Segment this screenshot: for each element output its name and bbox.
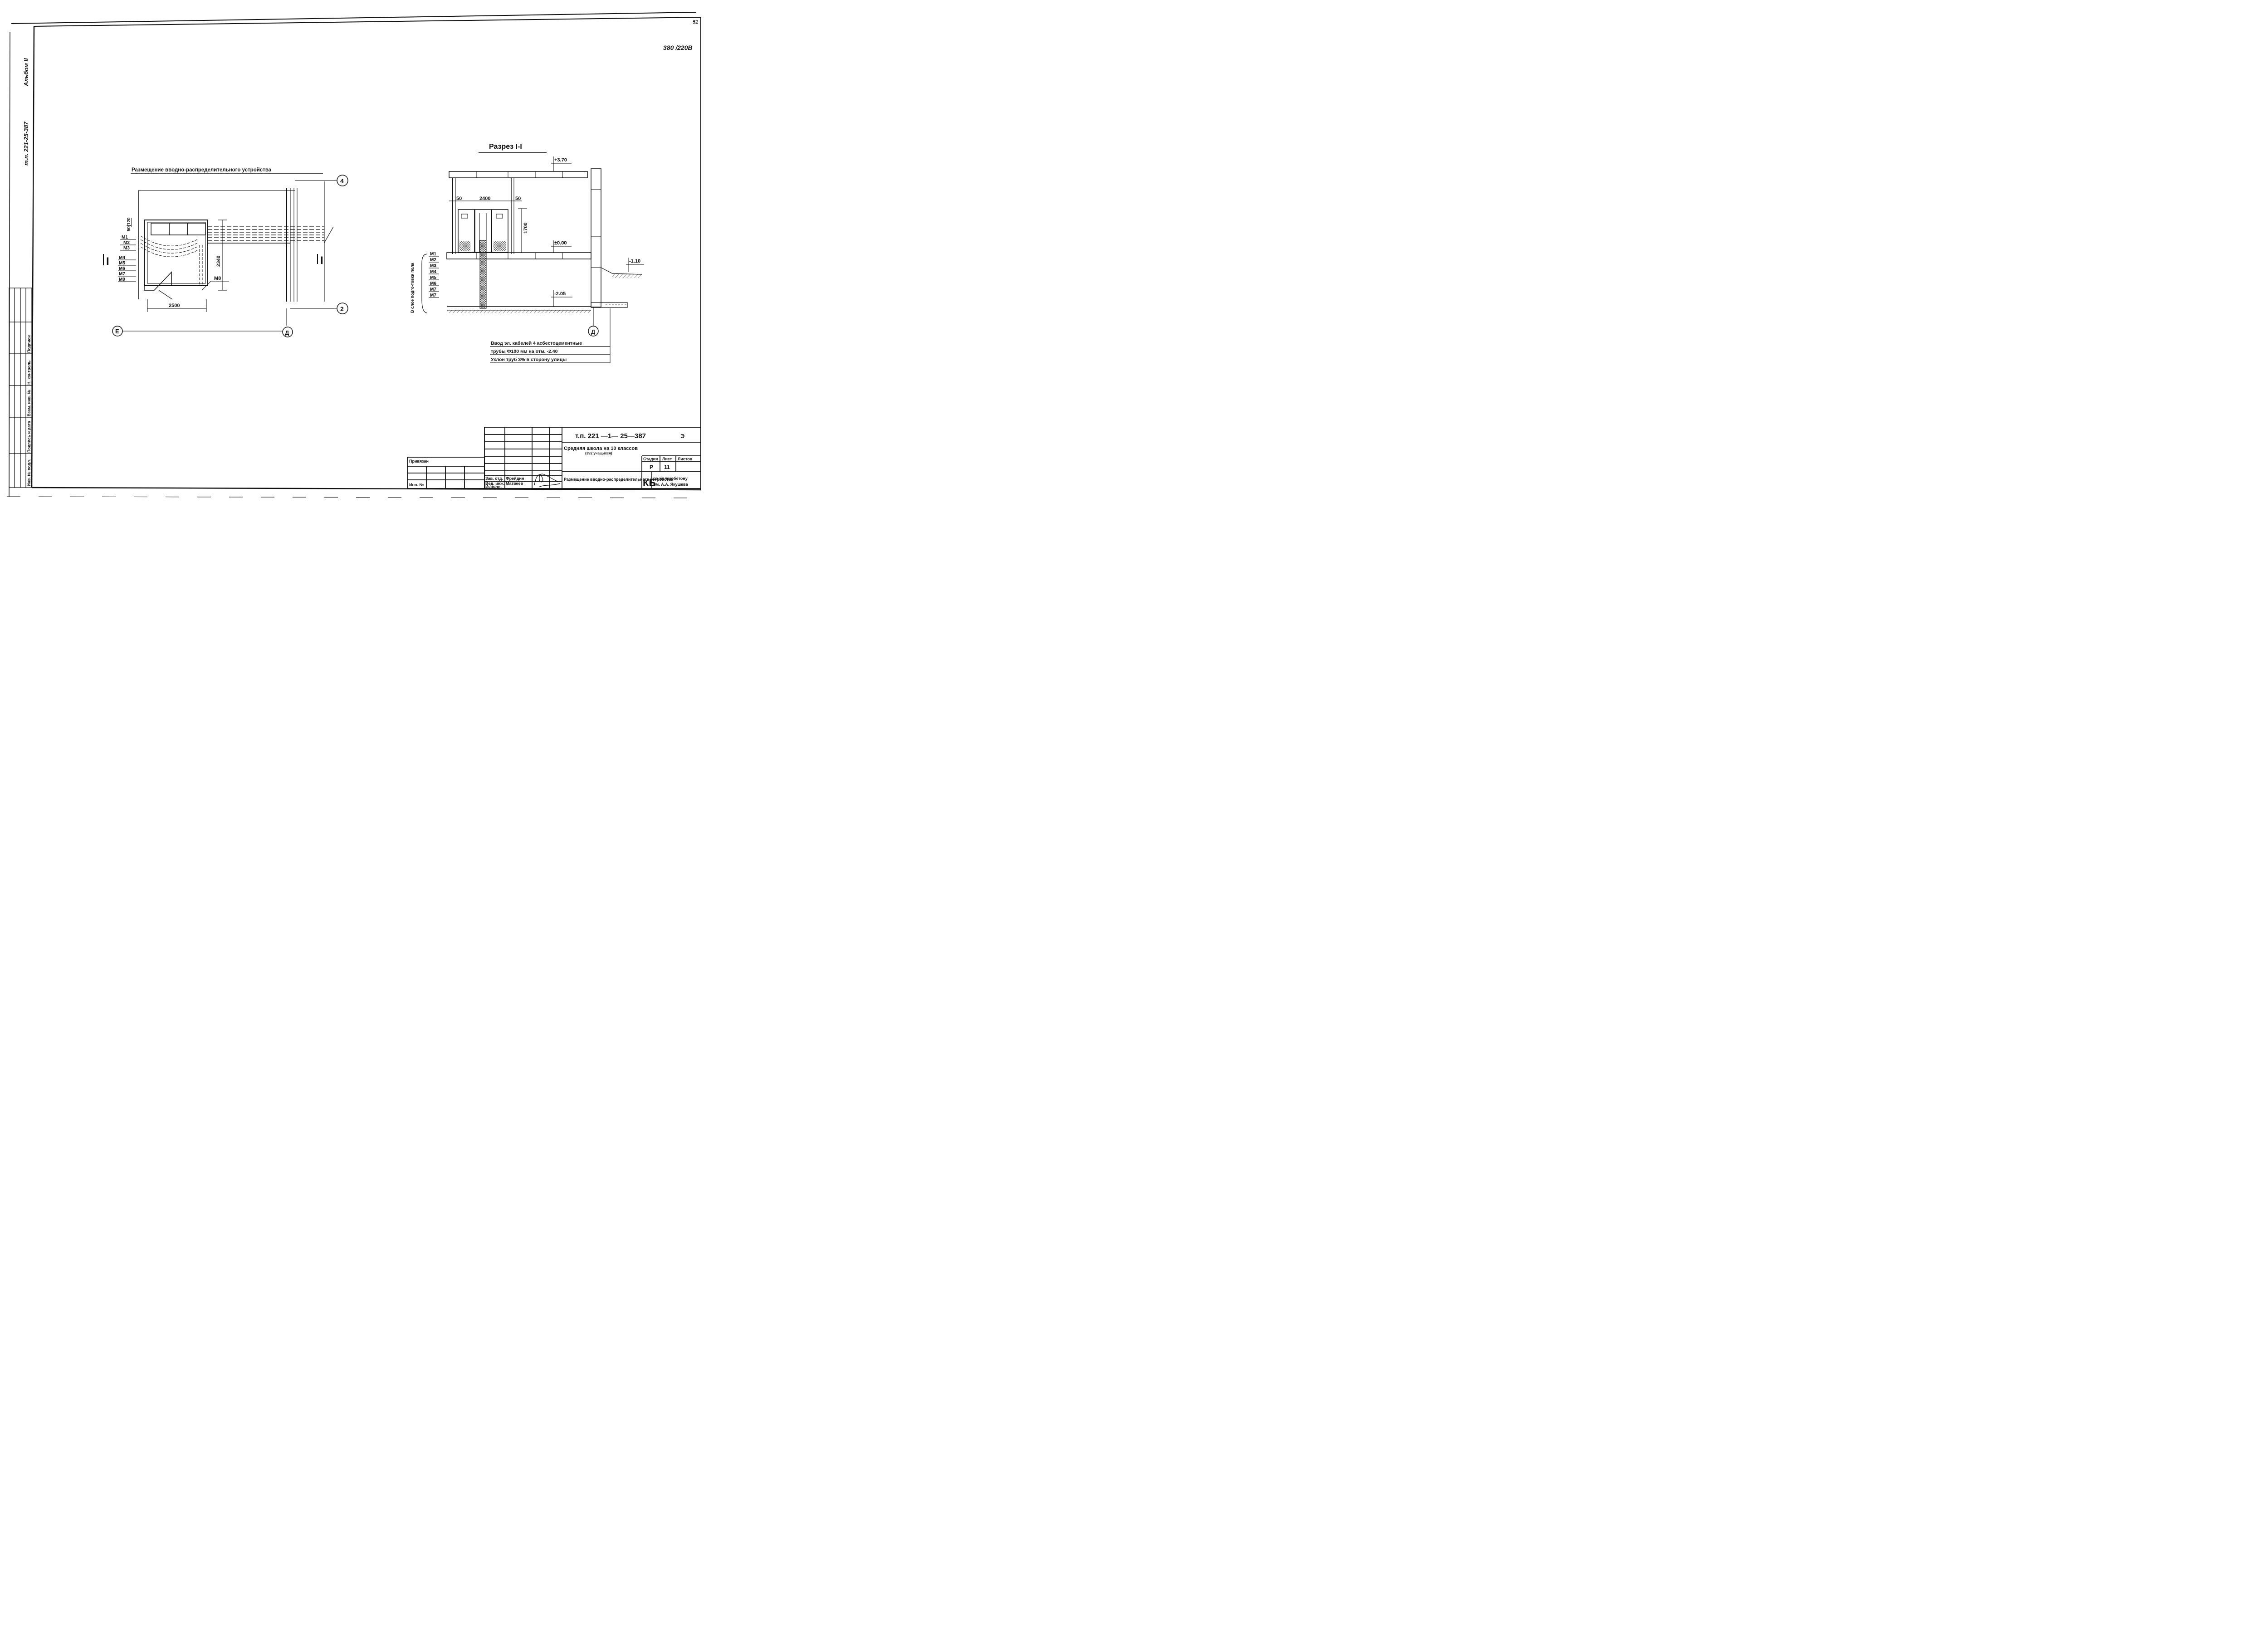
section-title: Разрез I-I [489,143,522,151]
section-dim-height: 1700 [523,223,528,234]
sheet-corner: 51 380 /220В [663,20,698,51]
section-dim-left: 50 [456,196,462,201]
left-margin: т.п. 221-25-387 Альбом II [23,58,29,166]
section-mark-m2: М2 [430,258,436,263]
margin-project-code: т.п. 221-25-387 [23,122,29,166]
plan-mark-m9: М9 [119,277,125,282]
plan-mark-m1: М1 [122,235,128,240]
left-stamp [9,288,32,488]
stamp-label-signatures: Подписи [27,335,31,353]
section-dim-width: 2400 [479,196,490,201]
plan-mark-m8: М8 [214,276,221,281]
plan-mark-m2: М2 [123,240,130,245]
title-project-sub: (392 учащихся) [585,451,612,455]
section-drawing [421,156,644,363]
axis-label-2: 2 [340,305,344,312]
sheet-number: 51 [693,20,698,25]
title-org-logo: КБ [643,477,656,488]
stamp-label-inv: Инв. № подл. [27,459,31,486]
sheet-frame [6,12,706,498]
section-labels: +3.70 ±0.00 -1.10 -2.05 50 2400 50 1700 … [410,157,640,362]
plan-mark-m7: М7 [119,272,125,277]
section-mark-m3: М3 [430,264,436,268]
stamp-label-control: Н. контроль [27,360,31,385]
title-letter: Э [680,433,684,439]
title-privyazan: Привязан [409,459,429,464]
title-sheet-title: Размещение вводно-распределительного уст… [564,477,674,482]
section-axis-d: Д [591,328,596,335]
title-block: т.п. 221 —1— 25—387 Э Средняя школа на 1… [409,432,693,489]
level-floor: ±0.00 [554,240,567,246]
title-sheets-label: Листов [678,457,693,461]
left-stamp-labels: Инв. № подл. Подпись и дата Взам. инв. №… [27,335,31,486]
plan-dim-total: 2500 [169,303,180,308]
section-dim-right: 50 [515,196,521,201]
stamp-label-replace: Взам. инв. № [27,390,31,416]
title-org-line-2: им. А.А. Якушева [653,482,689,487]
title-code: т.п. 221 —1— 25—387 [575,432,646,440]
plan-section-mark-left: I [106,255,109,268]
section-layer-label: В слое подго-товки пола [410,262,415,313]
section-mark-m1: М1 [430,252,436,257]
title-role-exec: Исполн. [485,484,502,489]
title-name-1: Фрейдин [506,476,524,481]
drawing-sheet: 51 380 /220В т.п. 221-25-387 Альбом II И… [6,12,706,498]
plan-title: Размещение вводно-распределительного уст… [132,167,272,173]
title-role-head: Зав. отд. [485,476,503,481]
title-role-lead: Вед. инж. [485,481,504,486]
level-ground: -1.10 [629,259,640,264]
section-mark-m7: М7 [430,287,436,292]
plan-mark-m6: М6 [119,266,125,271]
plan-section-mark-right: I [320,254,323,267]
section-mark-m5: М5 [430,275,436,280]
level-bottom: -2.05 [554,291,566,297]
title-org-line-1: по железобетону [653,476,688,481]
plan-mark-m3: М3 [123,246,130,251]
axis-label-4: 4 [340,177,344,185]
title-sheet-label: Лист [662,457,672,461]
plan-mark-m5: М5 [119,261,125,266]
title-sheet: 11 [664,464,670,470]
section-mark-m7b: М7 [430,293,436,298]
plan-dim-top-offsets: 50|120 [127,217,132,231]
title-stage-label: Стадия [643,457,658,461]
level-top: +3.70 [554,157,567,163]
stamp-label-sign: Подпись и дата [27,420,31,453]
section-note-line-1: Ввод эл. кабелей 4 асбестоцементные [491,341,582,346]
title-project: Средняя школа на 10 классов [564,446,638,451]
section-note-line-2: трубы Ф100 мм на отм. -2.40 [491,349,558,354]
title-name-2: Матвеев [506,481,523,486]
section-mark-m4: М4 [430,269,436,274]
plan-dim-height: 2340 [216,256,221,267]
title-stage: Р [650,464,653,470]
plan-labels: 2500 2340 50|120 М1 М2 М3 М4 М5 М6 М7 М9… [106,177,344,336]
axis-label-e: Е [115,328,119,335]
section-note-line-3: Уклон труб 3% в сторону улицы [491,357,567,362]
section-mark-m6: М6 [430,281,436,286]
axis-label-d: Д [285,329,289,336]
voltage-label: 380 /220В [663,44,693,51]
plan-drawing [103,175,348,337]
signature-scribble [534,473,561,488]
title-inv: Инв. № [409,483,424,487]
plan-mark-m4: М4 [119,255,125,260]
title-block-grid [407,427,701,489]
margin-album: Альбом II [23,58,29,87]
